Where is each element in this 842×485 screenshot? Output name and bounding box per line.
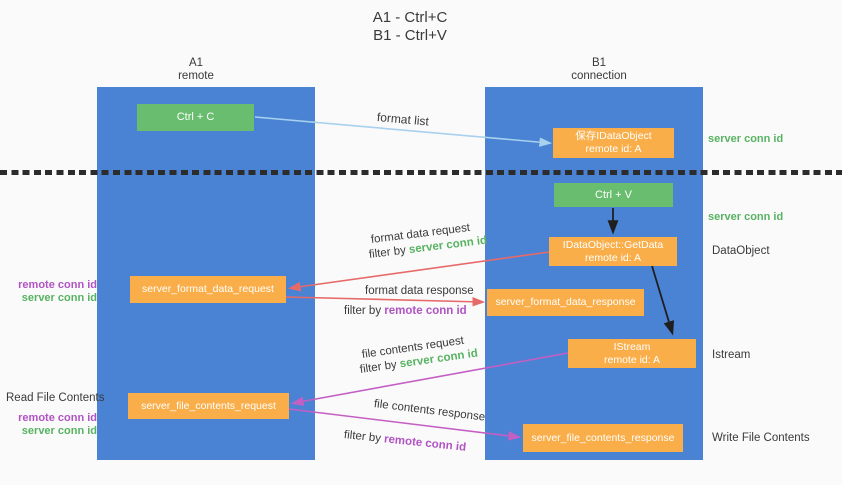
diagram-title: A1 - Ctrl+C B1 - Ctrl+V — [270, 9, 550, 45]
column-a1-role: remote — [178, 70, 214, 82]
box-istream-line2: remote id: A — [603, 353, 661, 366]
label-pair-file: remote conn id server conn id — [0, 412, 97, 438]
box-getdata-line1: IDataObject::GetData — [562, 238, 664, 251]
box-server-file-contents-request: server_file_contents_request — [128, 393, 289, 419]
title-line-1: A1 - Ctrl+C — [372, 9, 448, 26]
box-server-file-contents-response: server_file_contents_response — [523, 424, 683, 452]
filter-by-text: filter by — [344, 305, 382, 317]
filter-by-text: filter by — [359, 358, 398, 376]
label-server-conn-id-left-2: server conn id — [21, 425, 97, 437]
box-istream-line1: IStream — [613, 340, 651, 353]
box-server-format-data-response: server_format_data_response — [487, 289, 644, 316]
label-format-list: format list — [376, 110, 430, 129]
remote-conn-id-text: remote conn id — [384, 305, 467, 317]
label-write-file-contents: Write File Contents — [712, 432, 810, 444]
box-idataobject-getdata: IDataObject::GetData remote id: A — [549, 237, 677, 266]
box-save-idataobject: 保存IDataObject remote id: A — [553, 128, 674, 158]
box-save-idataobject-line1: 保存IDataObject — [575, 130, 652, 142]
label-filter-by-remote-conn-id-2: filter by remote conn id — [343, 429, 466, 454]
label-remote-conn-id-left-1: remote conn id — [18, 279, 97, 291]
filter-by-text: filter by — [368, 244, 407, 261]
box-ctrl-c: Ctrl + C — [137, 104, 254, 131]
box-istream: IStream remote id: A — [568, 339, 696, 368]
box-format-request-label: server_format_data_request — [142, 283, 274, 295]
remote-conn-id-text: remote conn id — [383, 433, 467, 454]
box-server-format-data-request: server_format_data_request — [130, 276, 286, 303]
title-line-2: B1 - Ctrl+V — [373, 27, 447, 44]
box-ctrl-c-label: Ctrl + C — [176, 111, 215, 123]
label-filter-by-remote-conn-id-1: filter by remote conn id — [344, 305, 467, 317]
filter-by-text: filter by — [343, 429, 382, 445]
label-pair-format: remote conn id server conn id — [0, 279, 97, 305]
box-file-response-label: server_file_contents_response — [531, 431, 675, 444]
label-server-conn-id-left-1: server conn id — [21, 292, 97, 304]
column-header-b1: B1 connection — [549, 57, 649, 83]
label-format-data-response: format data response — [365, 285, 474, 297]
column-b1-name: B1 — [591, 57, 607, 69]
label-server-conn-id-right-top: server conn id — [708, 133, 784, 145]
column-header-a1: A1 remote — [146, 57, 246, 83]
box-format-response-label: server_format_data_response — [495, 296, 636, 308]
column-a1-name: A1 — [188, 57, 204, 69]
column-b1-role: connection — [571, 70, 627, 82]
label-file-contents-response: file contents response — [373, 398, 486, 424]
box-ctrl-v-label: Ctrl + V — [595, 188, 632, 201]
label-read-file-contents: Read File Contents — [6, 392, 105, 404]
box-save-idataobject-line2: remote id: A — [585, 143, 642, 155]
box-file-request-label: server_file_contents_request — [141, 399, 276, 412]
label-server-conn-id-right-mid: server conn id — [708, 211, 784, 223]
box-getdata-line2: remote id: A — [584, 251, 642, 264]
label-istream: Istream — [712, 349, 751, 361]
label-dataobject: DataObject — [712, 245, 770, 257]
arrow-format-data-response — [285, 296, 486, 307]
dotted-divider — [0, 170, 842, 175]
box-ctrl-v: Ctrl + V — [554, 183, 673, 207]
label-remote-conn-id-left-2: remote conn id — [18, 412, 97, 424]
